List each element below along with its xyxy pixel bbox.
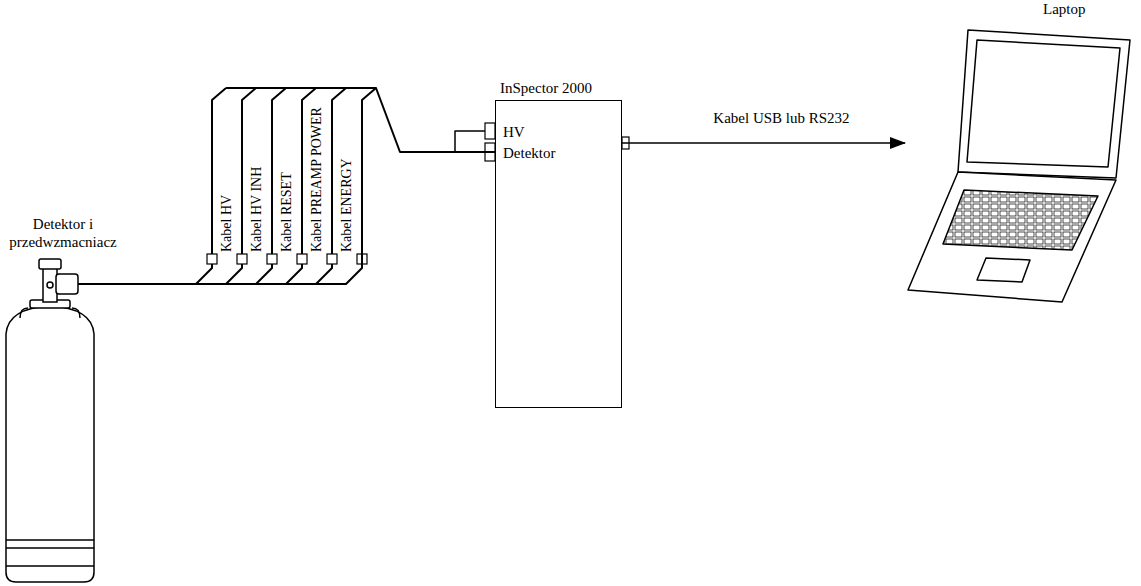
laptop-screen [958,30,1130,178]
port-label: Detektor [503,144,555,162]
cable-plug [237,254,247,264]
preamp-cable [78,283,100,285]
cable-line [196,88,226,284]
dewar-illustration [2,255,100,584]
cable-label: Kabel ENERGY [339,158,355,252]
preamplifier [56,274,78,294]
dewar-band [6,539,94,541]
node-heading: Laptop [1043,0,1086,18]
cable-plug [267,254,277,264]
detector-neck [43,268,57,302]
port-label: HV [503,123,525,141]
cable-trunk [100,88,495,284]
analyzer-box: InSpector 2000HVDetektor [495,100,622,408]
node-heading: Detektor i przedwzmacniacz [0,215,130,251]
detector-dewar: Detektor i przedwzmacniacz [2,255,100,584]
detector-cap [39,259,61,269]
laptop-keyboard [943,190,1098,250]
laptop-display [967,40,1120,167]
data-arrow [622,142,905,144]
detector-knob [47,282,53,288]
laptop-touchpad [977,258,1030,282]
cable-plug [327,254,337,264]
cable-label: Kabel PREAMP POWER [309,107,325,252]
node-heading: InSpector 2000 [500,79,592,97]
cable-label: Kabel HV [219,195,235,252]
laptop-illustration [905,22,1135,307]
hv-branch [455,131,485,152]
cable-label: Kabel HV INH [249,167,265,252]
cable-plug [207,254,217,264]
dewar-band [6,547,94,549]
dewar-band [6,565,94,567]
cable-label: Kabel RESET [279,172,295,252]
cable-roof [226,87,376,89]
laptop: Laptop [905,22,1135,307]
hv-port [485,123,495,139]
edge-label: Kabel USB lub RS232 [710,109,852,127]
cable-plug [297,254,307,264]
laptop-base [908,172,1116,302]
dewar-body [6,306,94,582]
dewar-handle [72,308,80,318]
dewar-handle [20,308,28,318]
